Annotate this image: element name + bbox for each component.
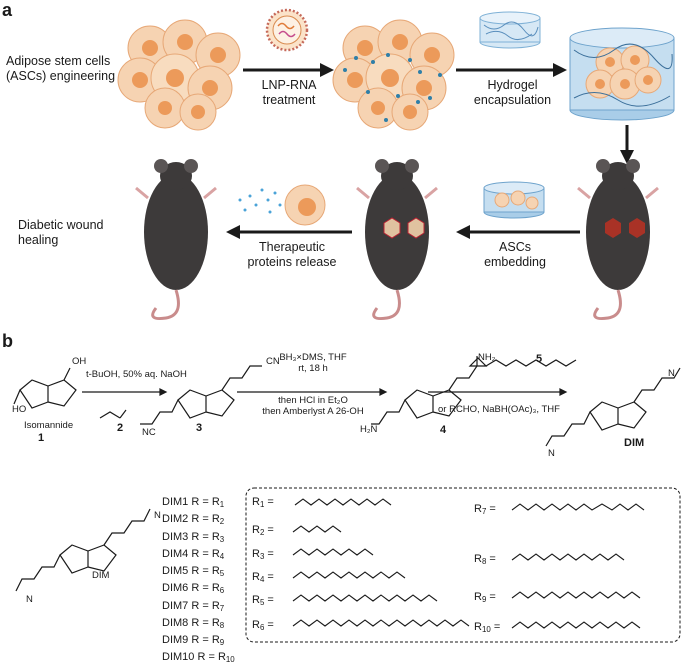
atom-nh2: NH₂: [478, 352, 496, 363]
compound-1-label: 1: [38, 432, 45, 444]
step1-reagent: t-BuOH, 50% aq. NaOH: [86, 369, 187, 380]
r9-key: R9 =: [474, 591, 496, 604]
step2-reagents: BH₃×DMS, THF rt, 18 h: [238, 352, 388, 374]
dim-list-item: DIM6 R = R6: [162, 582, 225, 596]
label-lnp-line1: LNP-RNA: [261, 78, 317, 92]
label-diabetic-wound: Diabetic wound healing: [18, 218, 128, 248]
panel-a-illustration: [117, 8, 675, 320]
r3-key: R3 =: [252, 548, 274, 561]
arrow-protein-release: [226, 225, 352, 239]
label-wound-line1: Diabetic wound: [18, 218, 104, 232]
releasing-cell-icon: [238, 184, 326, 226]
hydrogel-cells-small: [483, 181, 545, 219]
dim-list-item: DIM7 R = R7: [162, 599, 225, 613]
atom-ho: HO: [12, 404, 27, 415]
step2-line3: then HCl in Et₂O: [278, 395, 348, 406]
label-embed-line1: ASCs: [499, 240, 531, 254]
r7-key: R7 =: [474, 503, 496, 516]
step2-line4: then Amberlyst A 26-OH: [262, 406, 364, 417]
r5-key: R5 =: [252, 594, 274, 607]
atom-cn: CN: [266, 356, 280, 367]
step2-line1: BH₃×DMS, THF: [279, 352, 347, 363]
isomannide-label: Isomannide: [24, 420, 74, 431]
compound-2-label: 2: [117, 422, 124, 434]
atom-h2n: H₂N: [360, 424, 378, 435]
dim-list-item: DIM10 R = R10: [162, 651, 235, 665]
step3-alternative: or RCHO, NaBH(OAc)₃, THF: [438, 404, 560, 415]
r10-key: R10 =: [474, 621, 501, 634]
atom-oh: OH: [72, 356, 87, 367]
label-hydrogel-line1: Hydrogel: [487, 78, 538, 92]
transfected-cell-cluster: [332, 19, 455, 131]
r6-key: R6 =: [252, 619, 274, 632]
mouse-left: [135, 159, 217, 320]
label-wound-line2: healing: [18, 233, 59, 247]
r-group-box: [245, 487, 681, 643]
dim-list-item: DIM1 R = R1: [162, 496, 225, 509]
arrow-ascs-embedding: [456, 225, 580, 239]
dim-product-label: DIM: [624, 437, 645, 449]
dim-list: DIM1 R = R1 DIM2 R = R2 DIM3 R = R3 DIM4…: [162, 495, 235, 668]
dim-structure-label: DIM: [92, 570, 110, 581]
r2-key: R2 =: [252, 524, 274, 537]
lnp-icon: [265, 8, 309, 52]
label-lnp-line2: treatment: [262, 93, 316, 107]
hydrogel-icon: [479, 11, 541, 49]
mouse-right: [577, 159, 659, 320]
step2-line2: rt, 18 h: [298, 363, 328, 374]
label-embed-line2: embedding: [484, 255, 546, 269]
mouse-middle: [356, 159, 438, 320]
atom-n-dim-bottom: N: [26, 594, 33, 605]
label-release-line1: Therapeutic: [258, 240, 325, 254]
atom-n-top: N: [668, 368, 675, 379]
asc-cell-cluster: [117, 19, 241, 131]
compound-4-label: 4: [440, 424, 447, 436]
arrow-down: [620, 125, 634, 164]
hydrogel-encapsulated-cells: [569, 27, 675, 121]
label-ascs-embedding: ASCs embedding: [465, 240, 565, 270]
label-asc-line2: (ASCs) engineering: [6, 69, 116, 83]
r1-key: R1 =: [252, 496, 274, 509]
dim-list-item: DIM8 R = R8: [162, 616, 225, 630]
dim-list-item: DIM2 R = R2: [162, 513, 225, 527]
dim-list-item: DIM5 R = R5: [162, 565, 225, 579]
dim-list-item: DIM4 R = R4: [162, 547, 225, 561]
dim-list-item: DIM9 R = R9: [162, 634, 225, 648]
label-release-line2: proteins release: [247, 255, 337, 269]
atom-n-bottom: N: [548, 448, 555, 459]
dim-list-item: DIM3 R = R3: [162, 530, 225, 544]
label-hydrogel-encapsulation: Hydrogel encapsulation: [455, 78, 570, 108]
step2-workup: then HCl in Et₂O then Amberlyst A 26-OH: [238, 395, 388, 417]
compound-3-label: 3: [196, 422, 203, 434]
arrow-lnp-treatment: [243, 63, 334, 77]
label-asc-line1: Adipose stem cells: [6, 54, 111, 68]
arrow-hydrogel-encapsulation: [456, 63, 567, 77]
synthesis-scheme: [13, 356, 681, 643]
r8-key: R8 =: [474, 553, 496, 566]
label-therapeutic-release: Therapeutic proteins release: [232, 240, 352, 270]
label-asc-engineering: Adipose stem cells (ASCs) engineering: [6, 54, 131, 84]
r4-key: R4 =: [252, 571, 274, 584]
label-lnp-treatment: LNP-RNA treatment: [234, 78, 344, 108]
panel-a-letter: a: [2, 0, 13, 20]
compound-5-label: 5: [536, 353, 543, 365]
label-hydrogel-line2: encapsulation: [473, 93, 552, 107]
atom-nc: NC: [142, 427, 156, 438]
panel-b-letter: b: [2, 331, 13, 351]
atom-n-dim-top: N: [154, 510, 161, 521]
